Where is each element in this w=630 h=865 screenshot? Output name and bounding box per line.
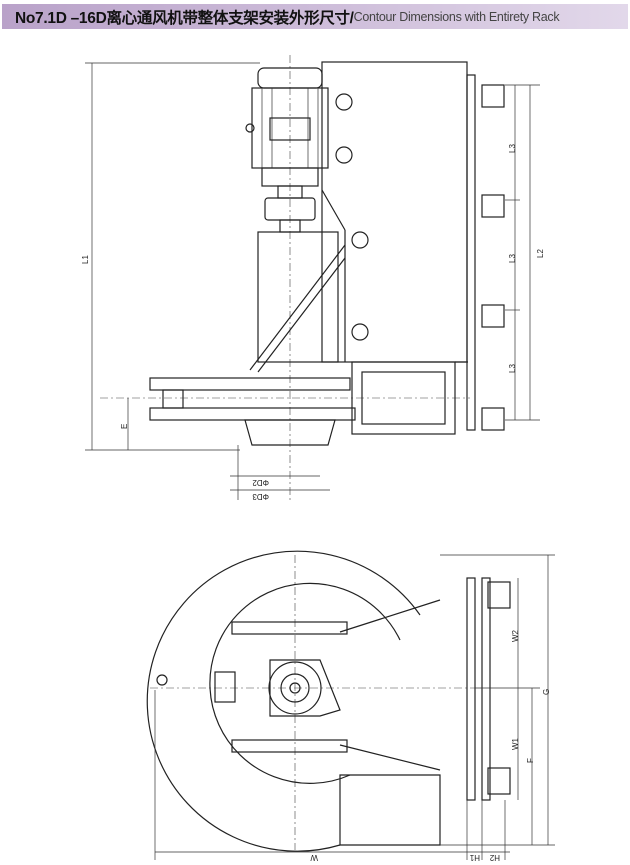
dim-D3: ΦD3: [252, 492, 269, 501]
plan-view: W2 W1 F G W H1 H2: [146, 550, 555, 862]
elevation-view: L1 ΦD2: [81, 55, 545, 501]
section-title-banner: No7.1D –16D离心通风机带整体支架安装外形尺寸/ Contour Dim…: [2, 4, 628, 29]
dim-L3-bottom: L3: [508, 364, 517, 373]
dim-W: W: [310, 853, 318, 862]
dim-L3-top: L3: [508, 144, 517, 153]
dim-H1: H1: [469, 853, 480, 862]
title-english: Contour Dimensions with Entirety Rack: [353, 9, 560, 24]
title-chinese: No7.1D –16D离心通风机带整体支架安装外形尺寸/: [15, 9, 354, 27]
dim-H2: H2: [489, 853, 500, 862]
dim-G: G: [542, 689, 551, 695]
dim-L1: L1: [81, 255, 90, 264]
dim-E: E: [120, 424, 129, 429]
dim-F: F: [526, 758, 535, 763]
dim-L2: L2: [536, 249, 545, 258]
dim-D2: ΦD2: [252, 478, 269, 487]
dim-L3-middle: L3: [508, 254, 517, 263]
dim-W2: W2: [511, 629, 520, 642]
dim-W1: W1: [511, 737, 520, 750]
motor: [245, 67, 329, 233]
vibration-mounts: [481, 84, 505, 431]
